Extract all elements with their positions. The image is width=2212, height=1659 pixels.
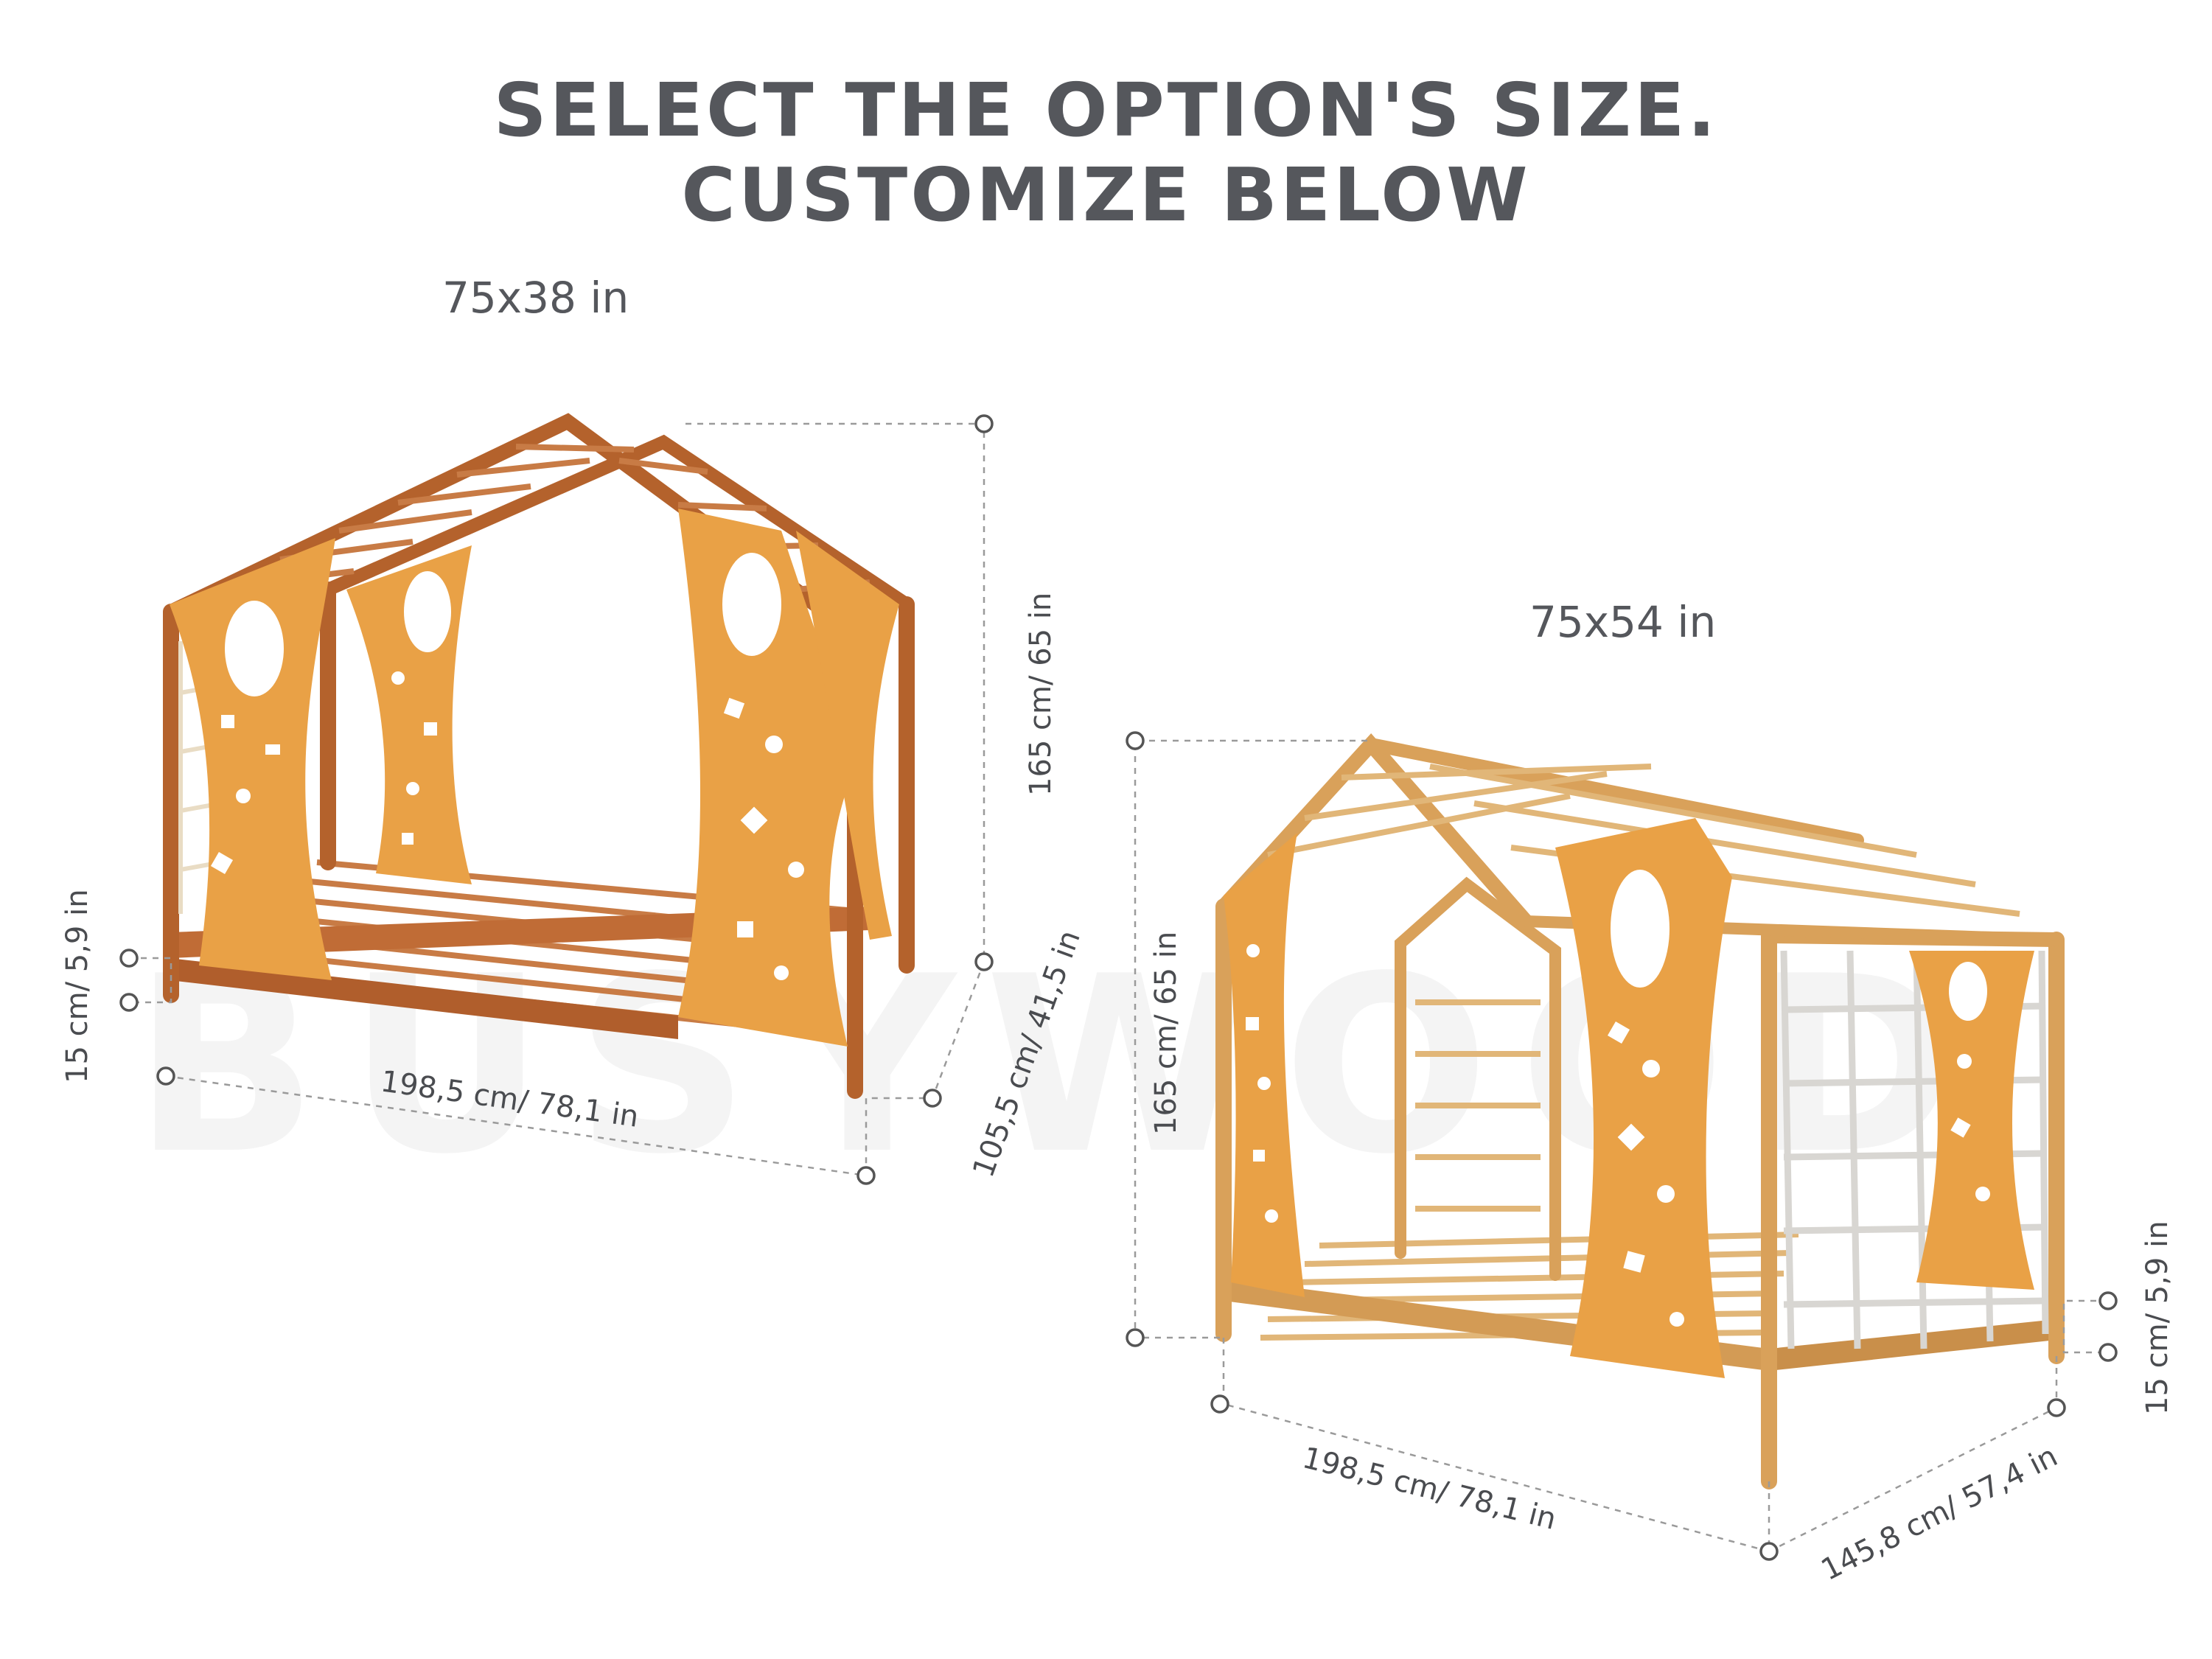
option-1-bed-image[interactable]: 165 cm/ 65 in 15 cm/ 5,9 in 198,5 cm/ 78… <box>60 413 1087 1185</box>
option-2-length-node-left <box>1210 1394 1229 1414</box>
option-2-width-label: 145,8 cm/ 57,4 in <box>1816 1439 2063 1588</box>
option-2-dimension-guides <box>1126 731 2118 1561</box>
option-2-height-node-bottom <box>1126 1328 1145 1347</box>
option-1-base-height-label: 15 cm/ 5,9 in <box>60 889 94 1083</box>
option-2-base-height-label: 15 cm/ 5,9 in <box>2141 1220 2174 1415</box>
heading-line-2: CUSTOMIZE BELOW <box>681 152 1531 238</box>
option-1-height-node-bottom <box>974 952 994 971</box>
option-1-base-node-bottom <box>119 993 139 1012</box>
option-2-base-node-top <box>2098 1291 2118 1310</box>
option-1-size-label[interactable]: 75x38 in <box>442 273 629 323</box>
option-2-height-node-top <box>1126 731 1145 750</box>
option-1-height-label: 165 cm/ 65 in <box>1024 593 1058 796</box>
option-1-length-node-right <box>856 1166 876 1185</box>
option-1-panel-holes <box>210 553 804 980</box>
option-2-height-label: 165 cm/ 65 in <box>1149 932 1183 1135</box>
option-2-length-node-right <box>1759 1542 1779 1561</box>
heading-line-1: SELECT THE OPTION'S SIZE. <box>493 67 1719 153</box>
option-1-height-node-top <box>974 414 994 433</box>
option-2-panel-holes <box>1246 870 1990 1327</box>
option-2-bed-image[interactable]: 165 cm/ 65 in 15 cm/ 5,9 in 198,5 cm/ 78… <box>1126 731 2174 1588</box>
option-1-base-node-top <box>119 949 139 968</box>
option-1-width-node <box>923 1089 942 1108</box>
option-2-size-label[interactable]: 75x54 in <box>1529 597 1717 647</box>
option-1-dimension-guides <box>119 414 994 1185</box>
option-1-length-node-left <box>156 1066 175 1086</box>
option-2-length-label: 198,5 cm/ 78,1 in <box>1299 1441 1560 1537</box>
option-2-width-node <box>2047 1398 2066 1417</box>
option-2-base-node-bottom <box>2098 1343 2118 1362</box>
